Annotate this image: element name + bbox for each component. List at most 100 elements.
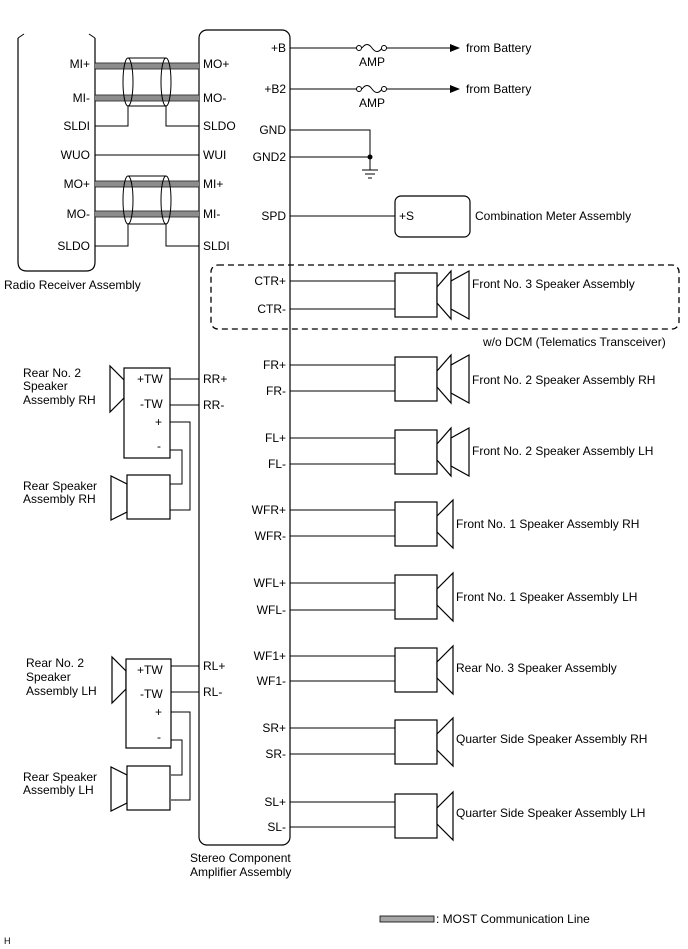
radio-receiver-label: Radio Receiver Assembly bbox=[4, 278, 141, 292]
speaker-label-front-no2-lh: Front No. 2 Speaker Assembly LH bbox=[472, 444, 653, 458]
amp-pin-fr-plus: FR+ bbox=[263, 358, 286, 372]
speaker-label-rear-no3: Rear No. 3 Speaker Assembly bbox=[456, 661, 617, 675]
speaker-label-front-no2-rh: Front No. 2 Speaker Assembly RH bbox=[472, 373, 655, 387]
rear-no2-lh-box bbox=[125, 658, 172, 749]
speaker-assembly-front-no3: CTR+ CTR- Front No. 3 Speaker Assembly bbox=[254, 269, 635, 321]
rear-no2-rh-pin-tw-plus: +TW bbox=[137, 372, 163, 386]
speaker-icon bbox=[394, 574, 438, 620]
amp-pin-fr-minus: FR- bbox=[266, 384, 286, 398]
amp-pin-gnd: GND bbox=[259, 123, 286, 137]
rear-no2-rh-pin-tw-minus: -TW bbox=[140, 397, 163, 411]
tweeter-icon bbox=[111, 655, 127, 705]
speaker-label-quarter-side-lh: Quarter Side Speaker Assembly LH bbox=[456, 806, 645, 820]
meter-pin-s: +S bbox=[399, 209, 414, 223]
rear-speaker-lh-label-line2: Assembly LH bbox=[23, 783, 94, 797]
amp-pin-gnd2: GND2 bbox=[253, 150, 287, 164]
rear-no2-lh-pin-tw-minus: -TW bbox=[140, 687, 163, 701]
speaker-icon bbox=[110, 475, 128, 521]
speaker-icon bbox=[394, 719, 438, 765]
fuse-icon bbox=[361, 85, 383, 93]
rear-no2-lh-label-line3: Assembly LH bbox=[26, 684, 97, 698]
amp-pin-rr-minus: RR- bbox=[203, 398, 224, 412]
speaker-icon bbox=[394, 501, 438, 547]
battery-label-b: from Battery bbox=[466, 41, 531, 55]
battery-label-b2: from Battery bbox=[466, 82, 531, 96]
amp-pin-b2: +B2 bbox=[264, 82, 286, 96]
rear-speaker-group-rh: Rear No. 2 Speaker Assembly RH +TW -TW +… bbox=[23, 364, 199, 521]
amp-pin-mi-minus: MI- bbox=[203, 207, 220, 221]
fuse-icon bbox=[361, 44, 383, 52]
speaker-label-front-no3: Front No. 3 Speaker Assembly bbox=[472, 277, 635, 291]
radio-pin-wuo: WUO bbox=[61, 148, 90, 162]
amplifier-label-line1: Stereo Component bbox=[190, 851, 291, 865]
amp-pin-wfl-plus: WFL+ bbox=[254, 576, 286, 590]
power-section: AMP from Battery AMP from Battery +S Com… bbox=[290, 41, 631, 238]
speaker-assembly-front-no1-rh: WFR+ WFR- Front No. 1 Speaker Assembly R… bbox=[252, 498, 639, 550]
rear-speaker-rh-label-line1: Rear Speaker bbox=[23, 479, 97, 493]
amplifier-label-line2: Amplifier Assembly bbox=[190, 865, 291, 879]
amp-pin-b: +B bbox=[271, 41, 286, 55]
amp-pin-sldi: SLDI bbox=[203, 239, 230, 253]
amp-pin-wui: WUI bbox=[203, 148, 226, 162]
amp-pin-rr-plus: RR+ bbox=[203, 372, 227, 386]
speaker-label-front-no1-lh: Front No. 1 Speaker Assembly LH bbox=[456, 590, 637, 604]
option-region bbox=[210, 264, 680, 330]
speaker-assembly-front-no2-lh: FL+ FL- Front No. 2 Speaker Assembly LH bbox=[265, 426, 653, 478]
rear-no2-lh-pin-tw-plus: +TW bbox=[137, 663, 163, 677]
speaker-assembly-front-no1-lh: WFL+ WFL- Front No. 1 Speaker Assembly L… bbox=[254, 571, 637, 623]
tweeter-icon bbox=[109, 364, 125, 414]
amp-pin-fl-minus: FL- bbox=[268, 457, 286, 471]
rear-no2-rh-label-line1: Rear No. 2 bbox=[23, 366, 81, 380]
speaker-label-quarter-side-rh: Quarter Side Speaker Assembly RH bbox=[456, 732, 647, 746]
amp-pin-fl-plus: FL+ bbox=[265, 431, 286, 445]
speaker-icon bbox=[394, 429, 438, 475]
amp-pin-wfr-plus: WFR+ bbox=[252, 503, 286, 517]
legend: : MOST Communication Line bbox=[379, 912, 590, 926]
rear-no2-lh-pin-plus: + bbox=[155, 705, 162, 719]
speaker-assembly-quarter-side-lh: SL+ SL- Quarter Side Speaker Assembly LH bbox=[264, 790, 645, 842]
corner-mark: H bbox=[4, 936, 11, 946]
amp-pin-mi-plus: MI+ bbox=[203, 177, 223, 191]
most-legend-swatch bbox=[379, 915, 435, 923]
amp-pin-sr-plus: SR+ bbox=[262, 721, 286, 735]
radio-pin-mi-plus: MI+ bbox=[70, 57, 90, 71]
radio-pin-sldo: SLDO bbox=[57, 239, 90, 253]
rear-no2-rh-box bbox=[123, 367, 171, 459]
amp-pin-spd: SPD bbox=[261, 209, 286, 223]
speaker-icon bbox=[394, 272, 438, 318]
rear-speaker-rh-box bbox=[126, 474, 171, 520]
radio-pin-sldi: SLDI bbox=[63, 119, 90, 133]
amp-pin-ctr-minus: CTR- bbox=[257, 302, 286, 316]
amp-pin-mo-plus: MO+ bbox=[203, 57, 229, 71]
radio-pin-mi-minus: MI- bbox=[73, 91, 90, 105]
rear-no2-lh-pin-minus: - bbox=[157, 730, 161, 744]
amp-pin-rl-plus: RL+ bbox=[203, 659, 225, 673]
speaker-icon bbox=[110, 766, 128, 812]
arrow-icon bbox=[450, 44, 460, 52]
rear-speaker-lh-box bbox=[126, 765, 171, 811]
speaker-assembly-front-no2-rh: FR+ FR- Front No. 2 Speaker Assembly RH bbox=[263, 353, 655, 405]
most-legend-label: : MOST Communication Line bbox=[436, 912, 590, 926]
radio-receiver-assembly: MI+ MI- SLDI WUO MO+ MO- SLDO Radio Rece… bbox=[4, 33, 141, 292]
amp-pin-sldo: SLDO bbox=[203, 119, 236, 133]
fuse-label-b: AMP bbox=[359, 55, 385, 69]
rear-no2-rh-label-line2: Speaker bbox=[23, 379, 68, 393]
arrow-icon bbox=[450, 85, 460, 93]
amp-pin-wf1-minus: WF1- bbox=[257, 674, 286, 688]
most-bus bbox=[95, 57, 199, 247]
rear-speaker-lh-label-line1: Rear Speaker bbox=[23, 770, 97, 784]
fuse-label-b2: AMP bbox=[359, 96, 385, 110]
amp-pin-sl-plus: SL+ bbox=[264, 795, 286, 809]
rear-speaker-group-lh: Rear No. 2 Speaker Assembly LH +TW -TW +… bbox=[23, 655, 199, 812]
speaker-label-front-no1-rh: Front No. 1 Speaker Assembly RH bbox=[456, 517, 639, 531]
speaker-assembly-quarter-side-rh: SR+ SR- Quarter Side Speaker Assembly RH bbox=[262, 716, 647, 768]
radio-pin-mo-minus: MO- bbox=[67, 207, 90, 221]
option-note: w/o DCM (Telematics Transceiver) bbox=[482, 335, 666, 349]
rear-speaker-rh-label-line2: Assembly RH bbox=[23, 492, 96, 506]
ground-icon bbox=[362, 169, 378, 179]
amp-pin-wfl-minus: WFL- bbox=[257, 603, 286, 617]
rear-no2-rh-label-line3: Assembly RH bbox=[23, 393, 96, 407]
radio-receiver-box bbox=[17, 38, 96, 272]
speaker-icon bbox=[394, 793, 438, 839]
